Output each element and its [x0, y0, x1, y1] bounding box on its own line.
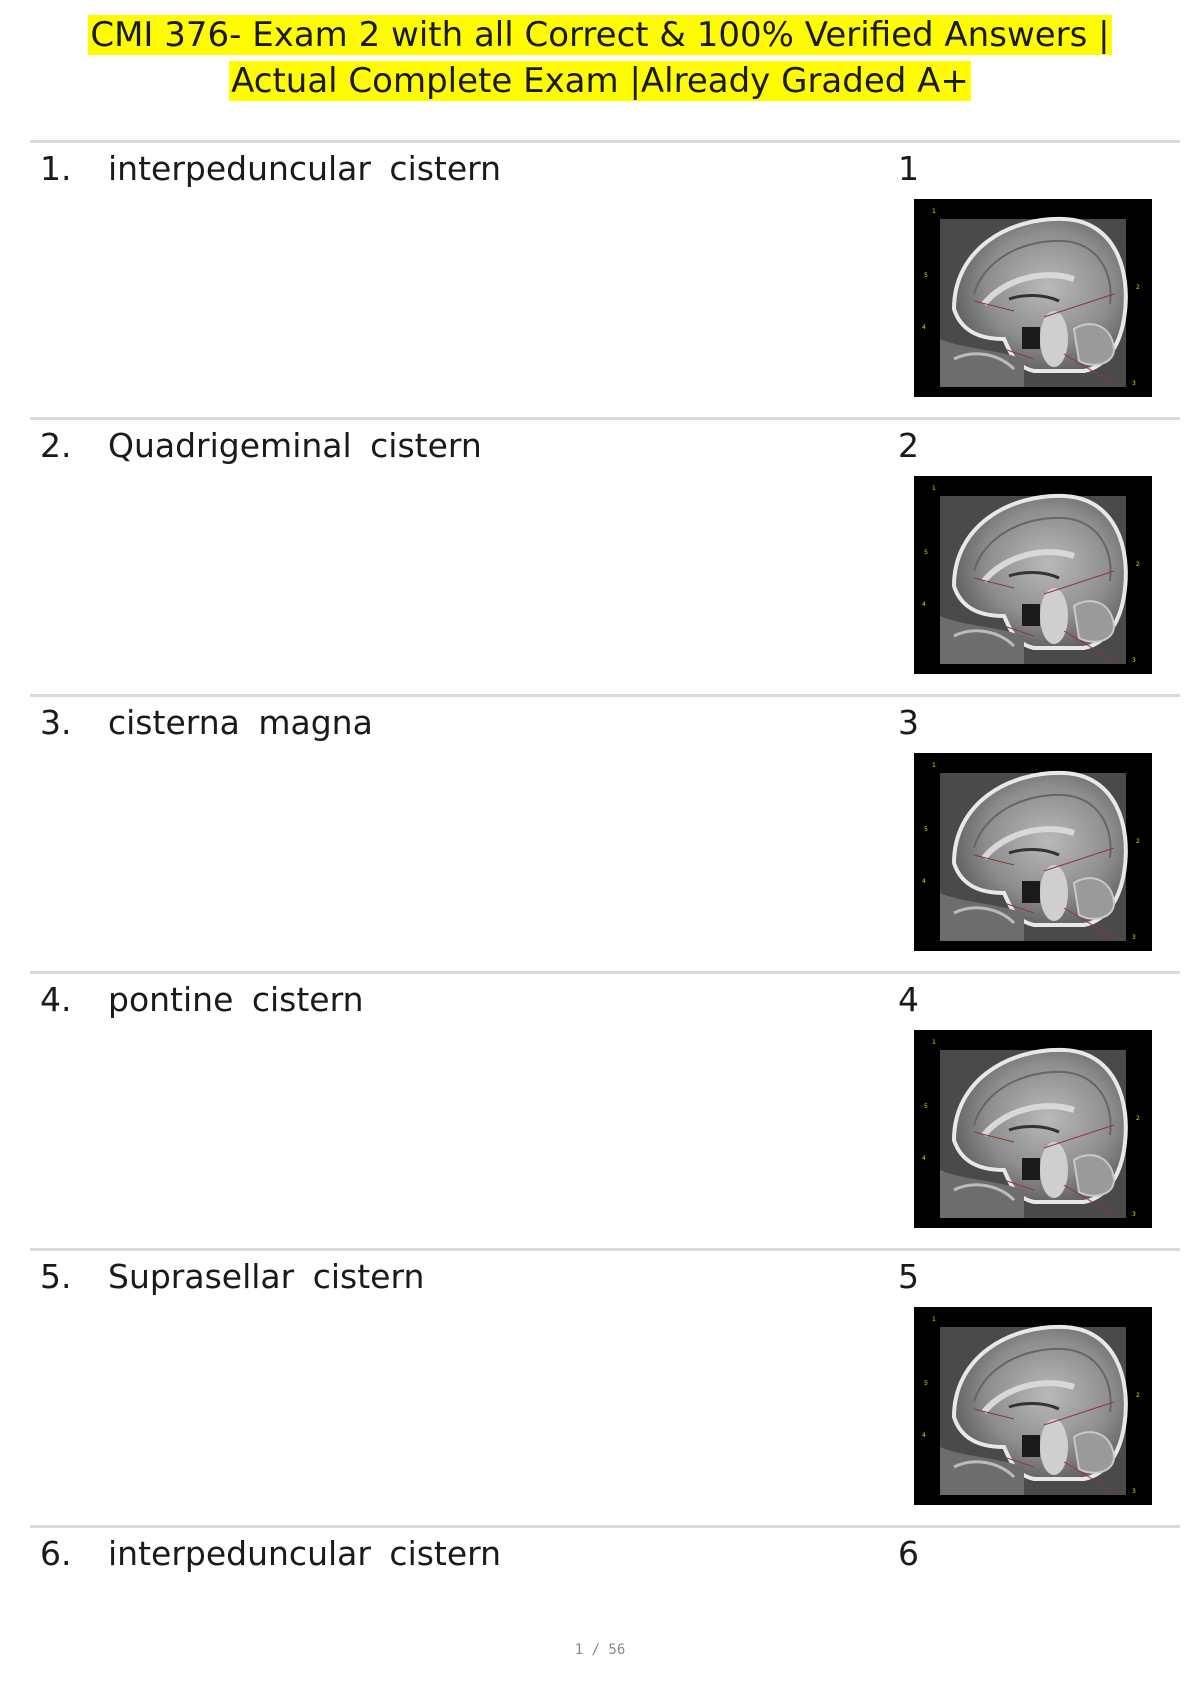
mri-sagittal-image: 1 5 4 2 3 [914, 1030, 1152, 1228]
entry-number: 4. [40, 980, 72, 1019]
svg-text:4: 4 [922, 1432, 926, 1439]
entry-number: 1. [40, 149, 72, 188]
svg-text:5: 5 [924, 549, 928, 556]
svg-text:3: 3 [1132, 934, 1136, 941]
mri-sagittal-image: 1 5 4 2 3 [914, 1307, 1152, 1505]
flashcard-entry-6: 6. interpeduncular cistern 6 [30, 1525, 1180, 1635]
entry-number: 6. [40, 1534, 72, 1573]
flashcard-entry-1: 1. interpeduncular cistern 1 1 5 4 2 3 [30, 140, 1180, 417]
svg-text:2: 2 [1136, 838, 1140, 845]
svg-text:5: 5 [924, 1380, 928, 1387]
page-indicator: 1 / 56 [574, 1642, 626, 1658]
svg-text:3: 3 [1132, 657, 1136, 664]
mri-sagittal-image: 1 5 4 2 3 [914, 199, 1152, 397]
entry-term: Suprasellar cistern [108, 1257, 425, 1296]
mri-sagittal-image: 1 5 4 2 3 [914, 753, 1152, 951]
svg-text:1: 1 [932, 208, 936, 215]
svg-text:1: 1 [932, 762, 936, 769]
entry-answer: 1 [898, 149, 919, 188]
flashcard-list: 1. interpeduncular cistern 1 1 5 4 2 3 2… [30, 140, 1180, 1635]
entry-answer: 6 [898, 1534, 919, 1573]
entry-term: interpeduncular cistern [108, 1534, 502, 1573]
entry-number: 2. [40, 426, 72, 465]
svg-text:4: 4 [922, 1155, 926, 1162]
svg-text:1: 1 [932, 1316, 936, 1323]
svg-text:3: 3 [1132, 1488, 1136, 1495]
svg-text:1: 1 [932, 485, 936, 492]
entry-term: Quadrigeminal cistern [108, 426, 482, 465]
svg-text:1: 1 [932, 1039, 936, 1046]
svg-text:5: 5 [924, 826, 928, 833]
svg-text:5: 5 [924, 1103, 928, 1110]
svg-text:3: 3 [1132, 1211, 1136, 1218]
svg-text:5: 5 [924, 272, 928, 279]
flashcard-entry-5: 5. Suprasellar cistern 5 1 5 4 2 3 [30, 1248, 1180, 1525]
entry-answer: 2 [898, 426, 919, 465]
mri-sagittal-image: 1 5 4 2 3 [914, 476, 1152, 674]
entry-term: interpeduncular cistern [108, 149, 502, 188]
svg-text:4: 4 [922, 324, 926, 331]
flashcard-entry-2: 2. Quadrigeminal cistern 2 1 5 4 2 3 [30, 417, 1180, 694]
entry-answer: 4 [898, 980, 919, 1019]
entry-term: cisterna magna [108, 703, 373, 742]
svg-text:2: 2 [1136, 1115, 1140, 1122]
svg-text:4: 4 [922, 878, 926, 885]
flashcard-entry-3: 3. cisterna magna 3 1 5 4 2 3 [30, 694, 1180, 971]
entry-answer: 3 [898, 703, 919, 742]
entry-number: 5. [40, 1257, 72, 1296]
svg-text:3: 3 [1132, 380, 1136, 387]
entry-number: 3. [40, 703, 72, 742]
svg-text:2: 2 [1136, 561, 1140, 568]
svg-text:2: 2 [1136, 1392, 1140, 1399]
flashcard-entry-4: 4. pontine cistern 4 1 5 4 2 3 [30, 971, 1180, 1248]
document-title: CMI 376- Exam 2 with all Correct & 100% … [0, 12, 1200, 104]
entry-answer: 5 [898, 1257, 919, 1296]
svg-text:4: 4 [922, 601, 926, 608]
svg-text:2: 2 [1136, 284, 1140, 291]
entry-term: pontine cistern [108, 980, 364, 1019]
title-line-2: Actual Complete Exam |Already Graded A+ [229, 61, 971, 101]
title-line-1: CMI 376- Exam 2 with all Correct & 100% … [88, 15, 1112, 55]
